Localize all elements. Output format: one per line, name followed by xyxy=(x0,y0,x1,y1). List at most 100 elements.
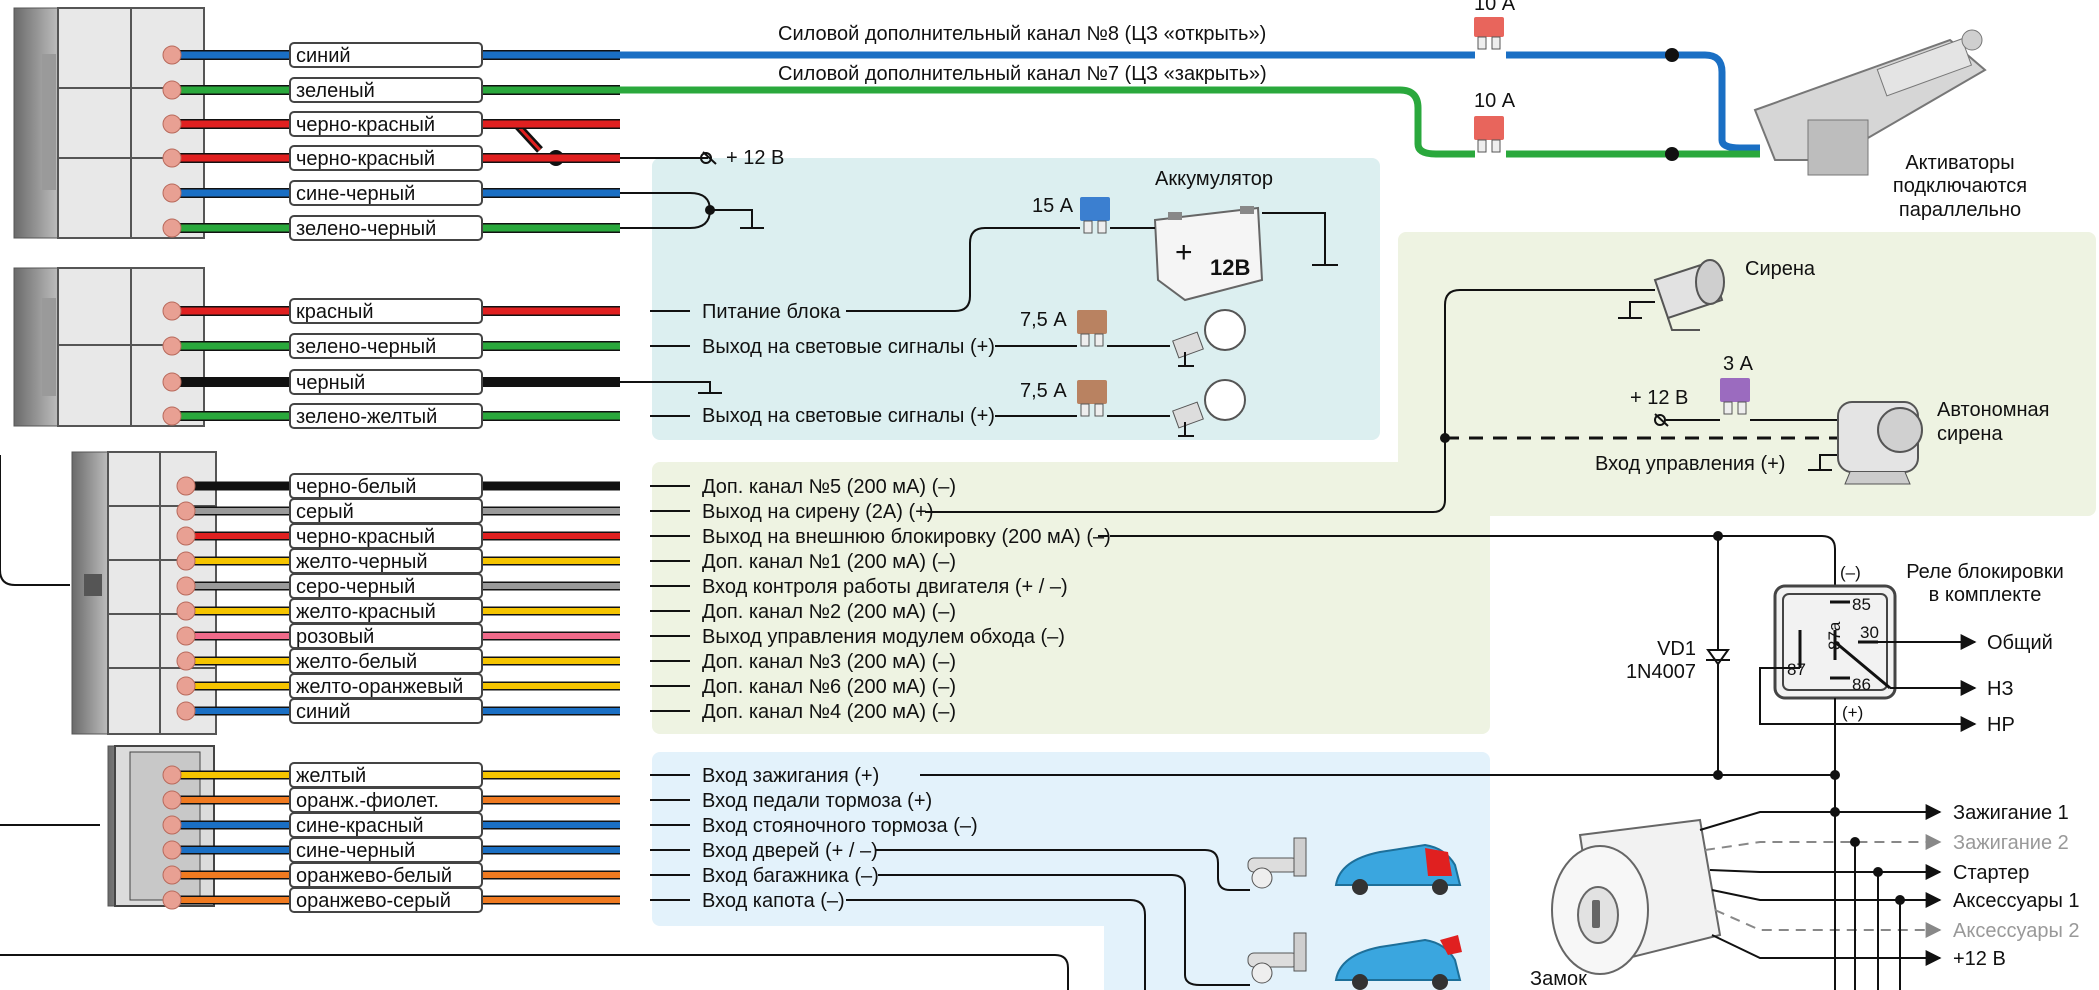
pin-terminal xyxy=(162,301,182,321)
wire-label-box xyxy=(289,298,483,324)
pin-terminal xyxy=(162,80,182,100)
ign-out-2: Зажигание 2 xyxy=(1953,832,2069,854)
pin-terminal xyxy=(176,676,196,696)
actuator-icon xyxy=(1753,29,1987,176)
relay-out-nc-label: НЗ xyxy=(1987,678,2014,700)
diode-name: VD1 xyxy=(1657,638,1696,660)
trunk-switch-icon xyxy=(1247,932,1307,984)
battery-plus: + xyxy=(1175,236,1193,269)
c4-row: Вход педали тормоза (+) xyxy=(702,790,932,812)
fuse-10a-bottom xyxy=(1474,116,1504,153)
power-row-1: Питание блока xyxy=(702,301,841,323)
ign-lead-4 xyxy=(1711,889,1942,908)
ign-out-4: Аксессуары 1 xyxy=(1953,890,2080,912)
auto-siren-icon xyxy=(1837,401,1923,485)
wire-label: оранжево-белый xyxy=(296,865,452,887)
wire-label-box xyxy=(289,42,483,68)
relay-title-2: в комплекте xyxy=(1929,584,2042,606)
c3-row: Выход на сирену (2А) (+) xyxy=(702,501,933,523)
pin-terminal xyxy=(162,183,182,203)
power-row-leads xyxy=(650,310,690,417)
wire-label: серый xyxy=(296,501,354,523)
relay-out-no xyxy=(1759,667,1977,732)
junction-dot xyxy=(1895,895,1905,905)
pin-terminal xyxy=(176,626,196,646)
wire-label: розовый xyxy=(296,626,374,648)
control-in-label: Вход управления (+) xyxy=(1595,453,1785,475)
junction-dot xyxy=(1665,48,1679,62)
car-trunk-icon xyxy=(1334,935,1462,990)
pin-terminal xyxy=(162,114,182,134)
activators-line1: Активаторы xyxy=(1905,152,2014,174)
pin-terminal xyxy=(176,601,196,621)
outputs-panel xyxy=(652,462,1490,734)
relay-pin-85: 85 xyxy=(1852,595,1871,614)
c3-row: Доп. канал №1 (200 мА) (–) xyxy=(702,551,956,573)
pin-terminal xyxy=(162,790,182,810)
wire-label-box xyxy=(289,111,483,137)
wire-label: черно-красный xyxy=(296,114,435,136)
relay-out-common-label: Общий xyxy=(1987,632,2053,654)
relay-pin-30: 30 xyxy=(1860,623,1879,642)
relay-pin-86: 86 xyxy=(1852,675,1871,694)
c4-row: Вход дверей (+ / –) xyxy=(702,840,878,862)
fuse-7-5a-top-label: 7,5 А xyxy=(1020,309,1067,331)
power-row-2: Выход на световые сигналы (+) xyxy=(702,336,995,358)
siren-panel xyxy=(1398,232,2096,516)
battery-title: Аккумулятор xyxy=(1155,168,1273,190)
fuse-7-5a-top xyxy=(1077,310,1107,347)
c4-row-leads xyxy=(650,774,690,901)
ign-out-6: +12 В xyxy=(1953,948,2006,970)
wire-label-box xyxy=(289,369,483,395)
relay-minus: (–) xyxy=(1840,563,1861,582)
diode-symbol xyxy=(1706,649,1730,666)
junction-dot xyxy=(705,205,715,215)
wire-label: желто-белый xyxy=(296,651,417,673)
pin-terminal xyxy=(176,551,196,571)
wire-label: оранжево-серый xyxy=(296,890,451,912)
relay-plus: (+) xyxy=(1842,703,1863,722)
c3-row-leads xyxy=(650,485,690,712)
c3-row: Доп. канал №6 (200 мА) (–) xyxy=(702,676,956,698)
c3-row: Выход на внешнюю блокировку (200 мА) (–) xyxy=(702,526,1111,548)
ign-out-3: Стартер xyxy=(1953,862,2029,884)
pin-terminal xyxy=(162,45,182,65)
pin-terminal xyxy=(176,576,196,596)
battery-ground xyxy=(1262,212,1338,266)
ignition-lock-label: Замок xyxy=(1530,968,1587,990)
c4-row: Вход зажигания (+) xyxy=(702,765,879,787)
c3-row: Доп. канал №2 (200 мА) (–) xyxy=(702,601,956,623)
fuse-7-5a-bottom xyxy=(1077,380,1107,417)
pin-terminal xyxy=(176,476,196,496)
power-lead xyxy=(846,227,1155,312)
junction-dot xyxy=(1830,807,1840,817)
pin-terminal xyxy=(176,501,196,521)
black-wire-ground xyxy=(620,381,722,394)
siren-ground xyxy=(1618,301,1655,319)
fuse-10a-top xyxy=(1474,17,1504,50)
wire-label: синий xyxy=(296,45,351,67)
activators-line2: подключаются xyxy=(1893,175,2027,197)
door-switch-icon xyxy=(1247,837,1307,889)
junction-dot xyxy=(1873,867,1883,877)
c4-row: Вход багажника (–) xyxy=(702,865,879,887)
wire-label-box xyxy=(289,403,483,429)
left-bracket-lead xyxy=(0,455,70,586)
ign-lead-1 xyxy=(1699,804,1942,831)
wire-label: синий xyxy=(296,701,351,723)
wire-label: зелено-черный xyxy=(296,218,436,240)
wire-label: сине-черный xyxy=(296,840,415,862)
siren-feed xyxy=(925,289,1655,513)
ign-lead-2 xyxy=(1704,834,1942,851)
junction-dot xyxy=(1665,147,1679,161)
activators-line3: параллельно xyxy=(1899,199,2021,221)
fuse-7-5a-bottom-label: 7,5 А xyxy=(1020,380,1067,402)
pin-terminal xyxy=(162,336,182,356)
blocking-lead xyxy=(1110,535,1836,596)
pin-terminal xyxy=(176,701,196,721)
channel-7-wire xyxy=(482,86,1475,158)
bulb-icon xyxy=(1172,379,1246,437)
wire-label: серо-черный xyxy=(296,576,415,598)
bulb-icon xyxy=(1172,309,1246,367)
ign-out-1: Зажигание 1 xyxy=(1953,802,2069,824)
